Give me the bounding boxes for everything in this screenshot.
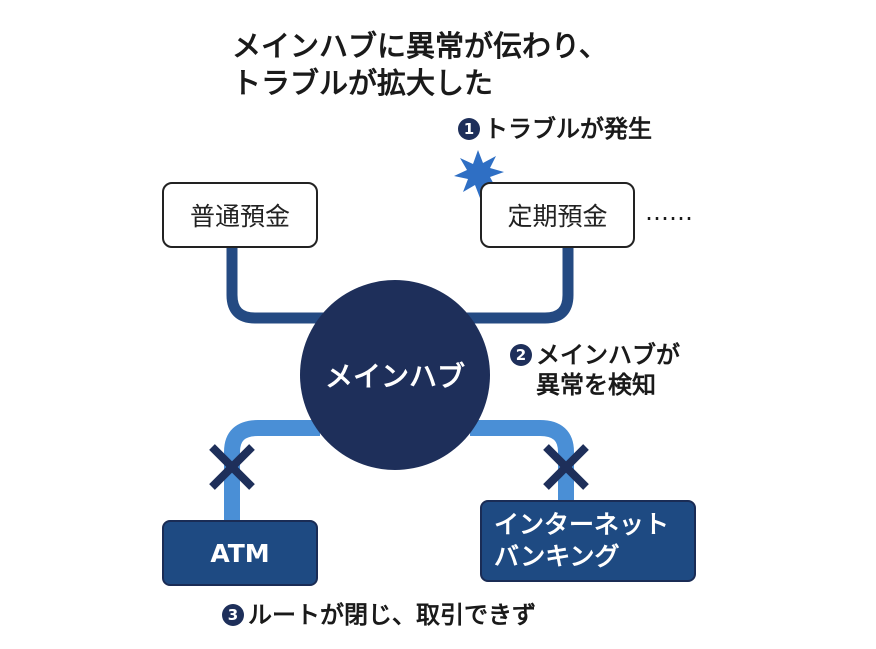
line-hub-to-internet — [470, 420, 574, 502]
x-mark-icon — [543, 444, 589, 490]
step-number: 2 — [510, 344, 532, 366]
node-label: インターネット — [494, 510, 670, 539]
step-1-note: 1 トラブルが発生 — [458, 114, 652, 144]
line-time-to-hub — [460, 247, 574, 324]
x-mark-icon — [209, 444, 255, 490]
step-number: 1 — [458, 118, 480, 140]
step-text: ルートが閉じ、取引できず — [248, 601, 536, 629]
title-line-1: メインハブに異常が伝わり、 — [232, 29, 608, 63]
node-main-hub: メインハブ — [300, 280, 490, 470]
title-line-2: トラブルが拡大した — [232, 66, 494, 100]
step-3-note: 3 ルートが閉じ、取引できず — [222, 600, 536, 630]
step-text: メインハブが — [536, 341, 680, 369]
step-number: 3 — [222, 604, 244, 626]
node-internet-banking: インターネットバンキング — [480, 500, 696, 582]
node-ordinary-deposit: 普通預金 — [162, 182, 318, 248]
line-ordinary-to-hub — [226, 247, 330, 324]
node-time-deposit: 定期預金 — [480, 182, 635, 248]
step-2-note: 2 メインハブが異常を検知 — [510, 340, 680, 400]
step-text: 異常を検知 — [536, 371, 656, 399]
page-title: メインハブに異常が伝わり、 トラブルが拡大した — [232, 28, 608, 102]
ellipsis: …… — [645, 198, 693, 226]
line-hub-to-atm — [224, 420, 320, 522]
node-atm: ATM — [162, 520, 318, 586]
step-text: トラブルが発生 — [484, 115, 652, 143]
node-label: バンキング — [494, 542, 620, 571]
